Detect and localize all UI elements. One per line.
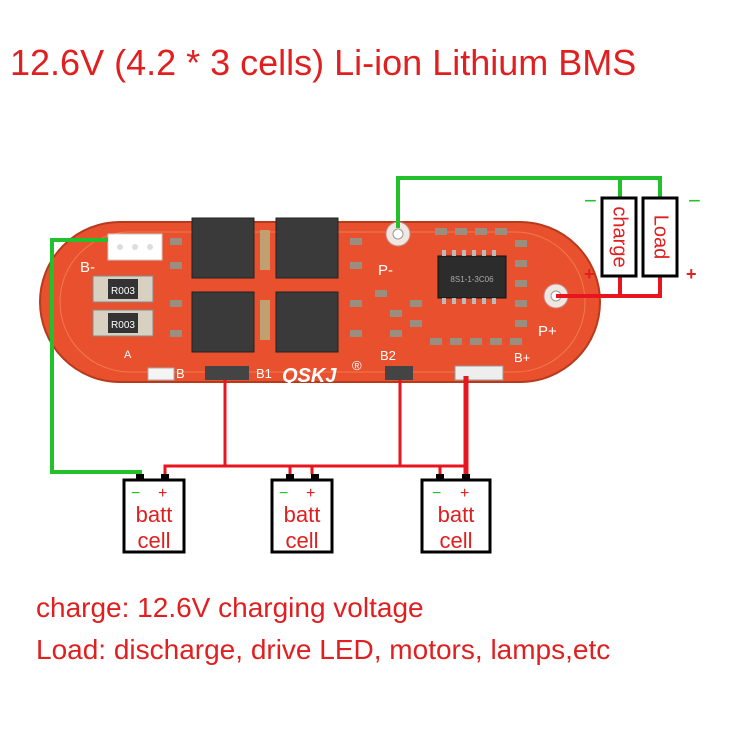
cell-3-line2: cell <box>439 528 472 553</box>
battery-cell-2: − + batt cell <box>270 474 334 554</box>
cell-2-line2: cell <box>285 528 318 553</box>
resistor-code-2: R003 <box>111 320 135 331</box>
b1-pad <box>205 366 249 380</box>
cell-1-line2: cell <box>137 528 170 553</box>
label-b-left: B <box>176 366 185 381</box>
battery-cell-1: − + batt cell <box>122 474 186 554</box>
label-p-minus: P- <box>378 262 393 279</box>
label-p-plus: P+ <box>538 323 557 340</box>
charge-label: charge <box>609 206 631 267</box>
cell-3-plus: + <box>460 485 469 502</box>
load-note: Load: discharge, drive LED, motors, lamp… <box>36 634 611 665</box>
cell-1-minus: − <box>131 485 140 502</box>
label-b-minus: B- <box>80 259 95 276</box>
bms-pcb-board: R003 R003 <box>39 217 601 387</box>
mosfet-2 <box>275 217 339 279</box>
charge-note: charge: 12.6V charging voltage <box>36 592 424 623</box>
load-terminal: Load <box>641 196 679 278</box>
cell-2-plus: + <box>306 485 315 502</box>
diagram-title: 12.6V (4.2 * 3 cells) Li-ion Lithium BMS <box>10 42 637 83</box>
red-wire-b1 <box>223 380 314 474</box>
label-b2: B2 <box>380 348 396 363</box>
resistor-code-1: R003 <box>111 286 135 297</box>
b-pad <box>147 367 175 381</box>
green-wire-p-minus <box>396 176 662 228</box>
red-wire-series-1 <box>163 464 225 474</box>
ic-marking: 8S1-1-3C06 <box>450 275 494 284</box>
charge-terminal: charge <box>600 196 638 278</box>
protection-ic: 8S1-1-3C06 <box>437 250 507 304</box>
label-b-plus: B+ <box>514 350 530 365</box>
cell-2-line1: batt <box>284 502 321 527</box>
b-plus-pad <box>454 365 504 381</box>
charge-minus-sign: − <box>584 188 597 213</box>
b2-pad <box>385 366 413 380</box>
mosfet-4 <box>275 291 339 353</box>
load-minus-sign: − <box>688 188 701 213</box>
battery-cell-3: − + batt cell <box>420 474 492 554</box>
red-wire-b2 <box>398 380 466 468</box>
cell-3-minus: − <box>432 485 441 502</box>
cell-3-line1: batt <box>438 502 475 527</box>
charge-plus-sign: + <box>584 264 595 284</box>
label-b1: B1 <box>256 366 272 381</box>
registered-mark: ® <box>352 358 362 373</box>
mosfet-1 <box>191 217 255 279</box>
cell-2-minus: − <box>279 485 288 502</box>
mosfet-3 <box>191 291 255 353</box>
cell-1-line1: batt <box>136 502 173 527</box>
red-wire-p-plus <box>556 274 662 298</box>
resistor-2: R003 <box>92 309 154 337</box>
red-wire-series-2 <box>288 464 442 474</box>
cell-1-plus: + <box>158 485 167 502</box>
load-plus-sign: + <box>686 264 697 284</box>
load-label: Load <box>650 215 672 260</box>
label-a: A <box>124 349 132 361</box>
resistor-1: R003 <box>92 275 154 303</box>
brand-logo: QSKJ <box>282 365 337 387</box>
